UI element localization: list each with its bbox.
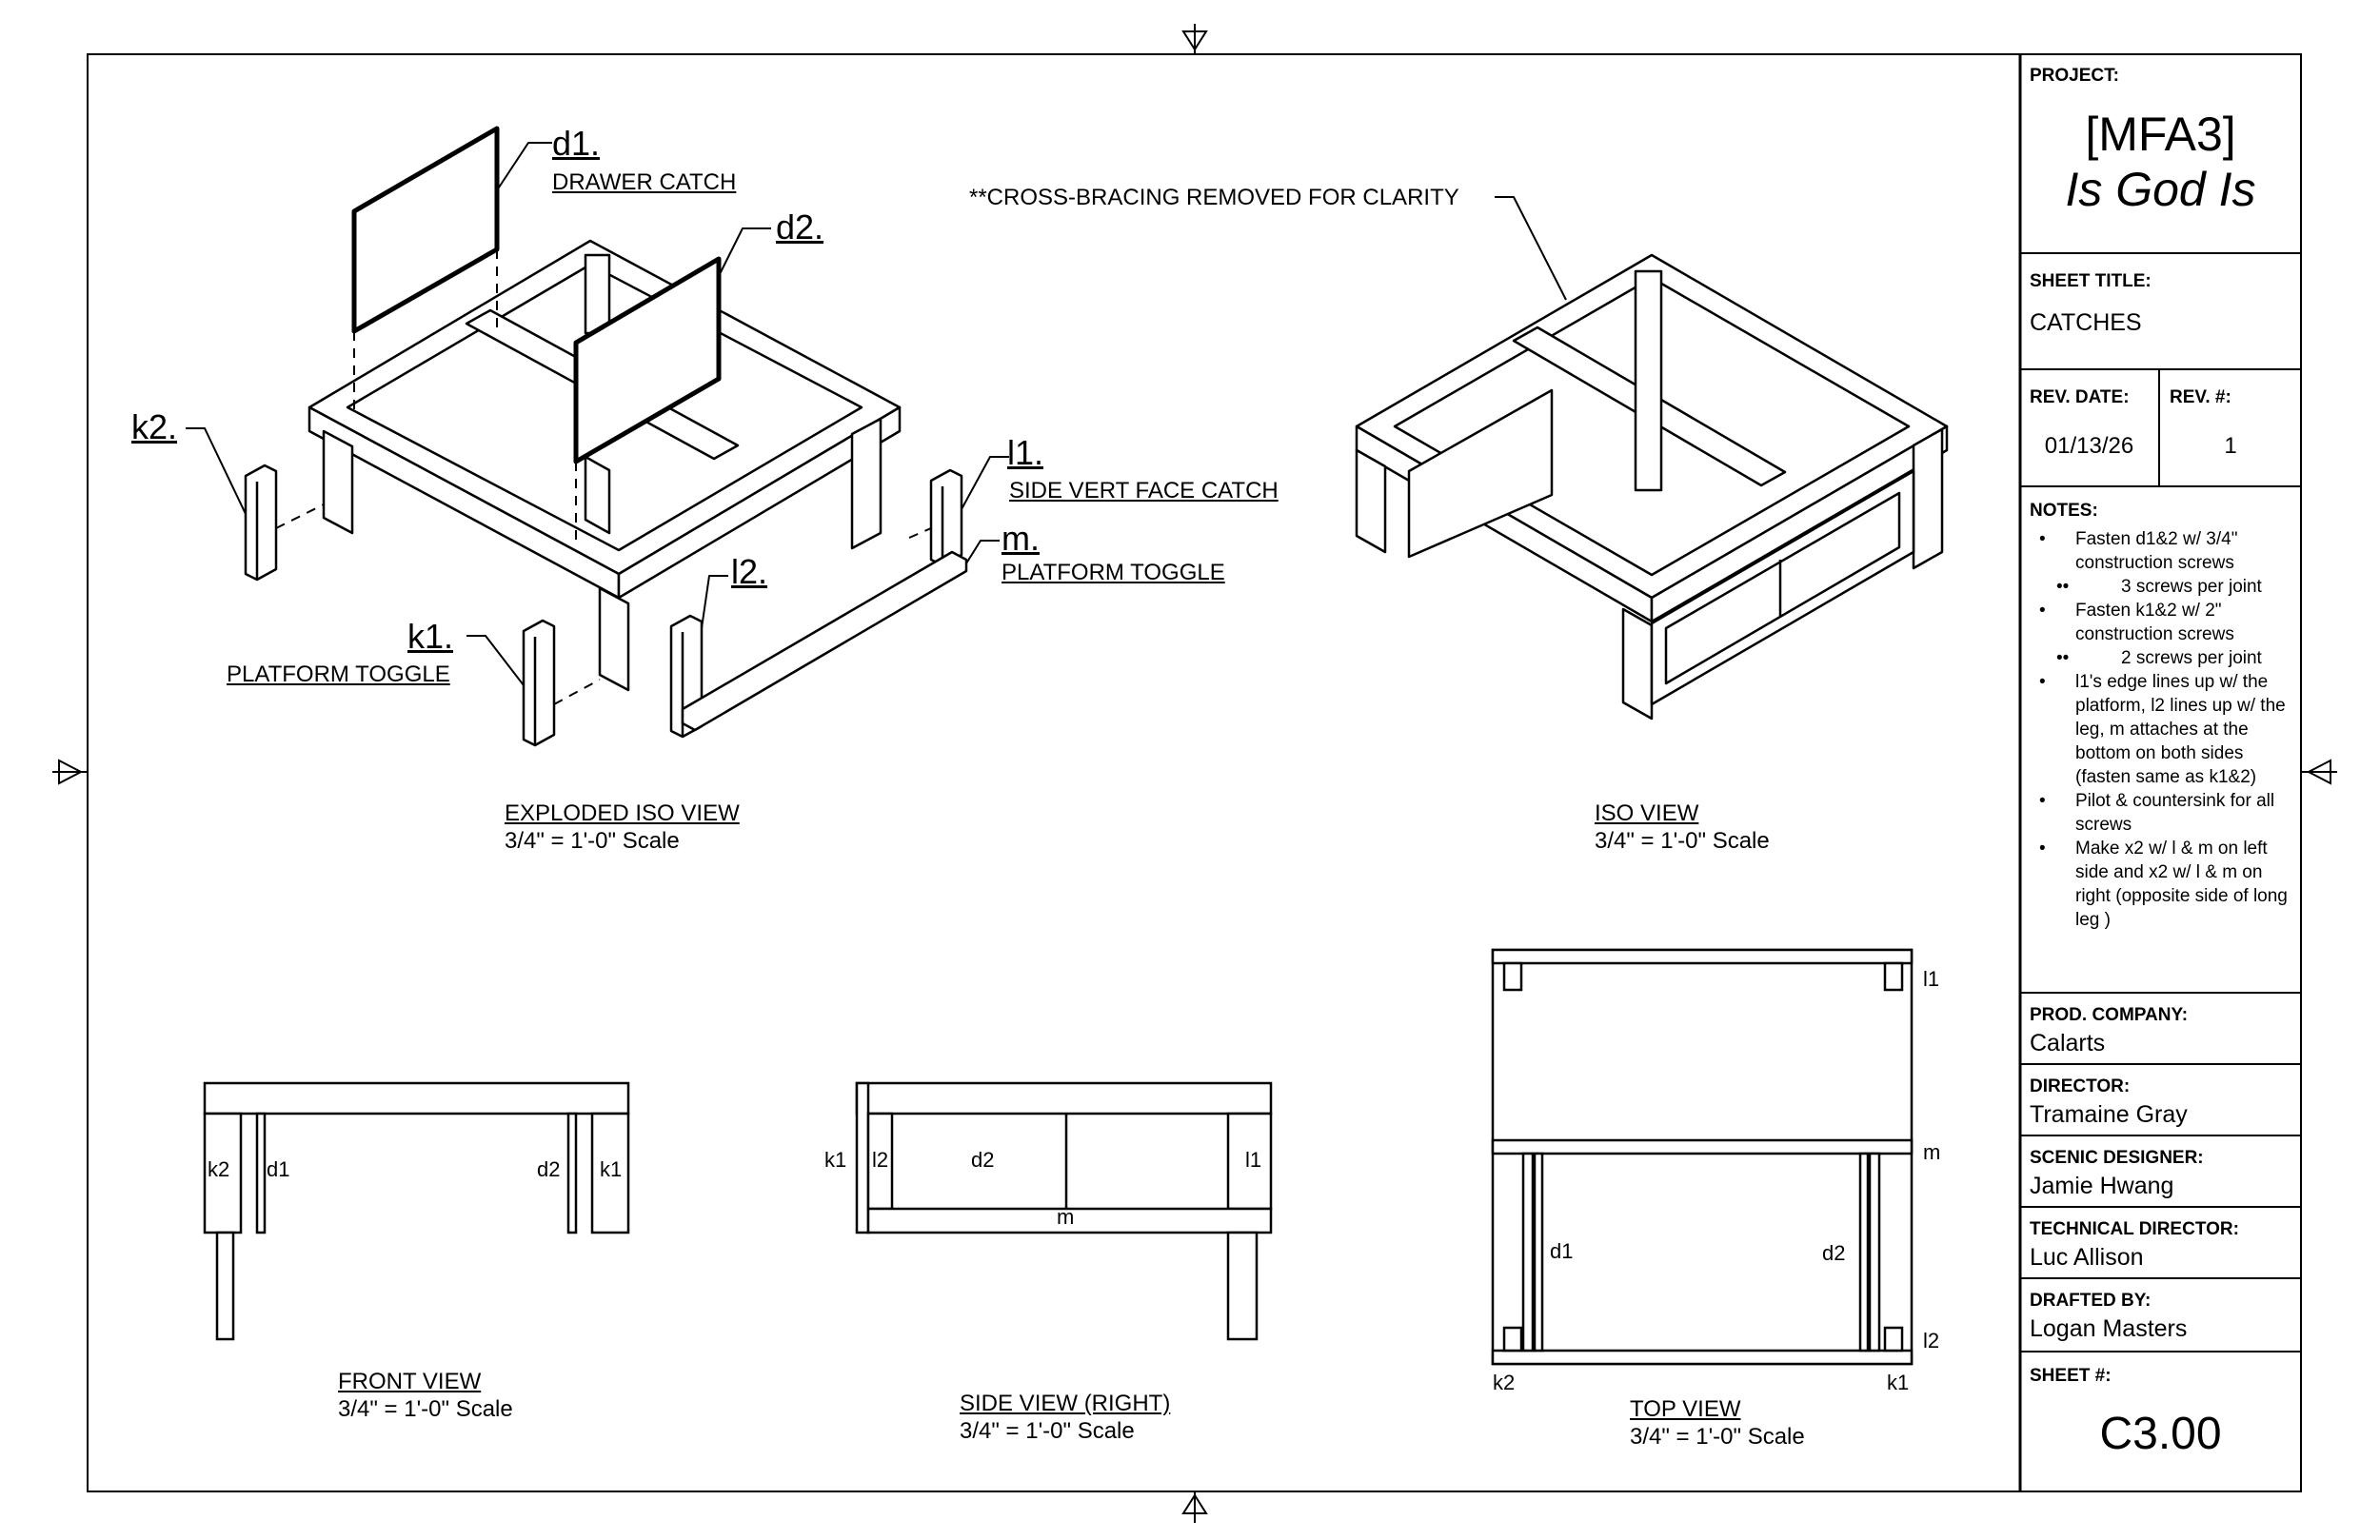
callout-l1-desc: SIDE VERT FACE CATCH (1009, 478, 1279, 503)
callout-k1: k1. (407, 617, 454, 656)
view-scale: 3/4" = 1'-0" Scale (505, 828, 680, 854)
director-label: DIRECTOR: (2030, 1076, 2131, 1096)
front-label-d2: d2 (537, 1157, 561, 1181)
scenic-designer-cell: SCENIC DESIGNER: Jamie Hwang (2020, 1136, 2301, 1208)
project-cell: PROJECT: [MFA3] Is God Is (2020, 54, 2301, 254)
rev-date: 01/13/26 (2044, 433, 2134, 459)
view-scale: 3/4" = 1'-0" Scale (960, 1418, 1135, 1444)
view-label-front: FRONT VIEW 3/4" = 1'-0" Scale (338, 1368, 513, 1423)
scenic-designer: Jamie Hwang (2030, 1173, 2174, 1199)
drafted-by-cell: DRAFTED BY: Logan Masters (2020, 1279, 2301, 1352)
note-item: l1's edge lines up w/ the platform, l2 l… (2030, 670, 2296, 789)
view-label-iso: ISO VIEW 3/4" = 1'-0" Scale (1595, 800, 1770, 855)
view-scale: 3/4" = 1'-0" Scale (1595, 828, 1770, 854)
front-label-k2: k2 (208, 1157, 230, 1181)
note-item: Make x2 w/ l & m on left side and x2 w/ … (2030, 837, 2296, 932)
center-mark-left (52, 759, 88, 785)
sheet-title: CATCHES (2030, 309, 2142, 336)
note-item: Fasten d1&2 w/ 3/4" construction screws (2030, 527, 2296, 575)
center-mark-top (1181, 24, 1208, 54)
side-label-l2: l2 (872, 1148, 889, 1172)
revision-cell: REV. DATE: 01/13/26 REV. #: 1 (2020, 370, 2301, 487)
drafted-by: Logan Masters (2030, 1315, 2188, 1342)
view-title: EXPLODED ISO VIEW (505, 800, 740, 826)
top-label-l2: l2 (1923, 1329, 1940, 1352)
technical-director: Luc Allison (2030, 1244, 2144, 1271)
callout-d1-desc: DRAWER CATCH (552, 169, 737, 195)
side-view-drawing (855, 1081, 1273, 1341)
callout-l2: l2. (731, 552, 768, 591)
callout-m-desc: PLATFORM TOGGLE (1002, 560, 1225, 585)
director: Tramaine Gray (2030, 1101, 2188, 1128)
drafted-by-label: DRAFTED BY: (2030, 1291, 2152, 1311)
cross-bracing-note: **CROSS-BRACING REMOVED FOR CLARITY (969, 185, 1459, 210)
view-label-exploded-iso: EXPLODED ISO VIEW 3/4" = 1'-0" Scale (505, 800, 740, 855)
prod-company-label: PROD. COMPANY: (2030, 1005, 2189, 1025)
prod-company-cell: PROD. COMPANY: Calarts (2020, 994, 2301, 1065)
side-label-m: m (1057, 1205, 1075, 1229)
front-label-d1: d1 (267, 1157, 290, 1181)
director-cell: DIRECTOR: Tramaine Gray (2020, 1065, 2301, 1136)
view-scale: 3/4" = 1'-0" Scale (1630, 1424, 1805, 1450)
side-label-l1: l1 (1245, 1148, 1262, 1172)
rev-num: 1 (2224, 433, 2237, 459)
top-label-d2: d2 (1822, 1241, 1846, 1265)
callout-d2: d2. (776, 207, 824, 247)
center-mark-bottom (1181, 1491, 1208, 1523)
callout-k2: k2. (131, 407, 178, 446)
top-view-drawing (1491, 948, 1914, 1366)
project-label: PROJECT: (2030, 66, 2119, 86)
title-block: PROJECT: [MFA3] Is God Is SHEET TITLE: C… (2020, 54, 2301, 1491)
top-label-l1: l1 (1923, 967, 1940, 991)
rev-num-label: REV. #: (2170, 387, 2231, 407)
top-label-k1: k1 (1887, 1371, 1910, 1394)
sheet-num-label: SHEET #: (2030, 1366, 2112, 1386)
side-label-k1: k1 (824, 1148, 847, 1172)
callout-d1: d1. (552, 124, 601, 163)
sheet-number-cell: SHEET #: C3.00 (2020, 1352, 2301, 1491)
prod-company: Calarts (2030, 1030, 2106, 1056)
top-label-k2: k2 (1493, 1371, 1516, 1394)
notes-list: Fasten d1&2 w/ 3/4" construction screws3… (2030, 527, 2296, 932)
notes-cell: NOTES: Fasten d1&2 w/ 3/4" construction … (2020, 487, 2301, 994)
sheet-title-label: SHEET TITLE: (2030, 271, 2152, 291)
technical-director-cell: TECHNICAL DIRECTOR: Luc Allison (2020, 1208, 2301, 1279)
sheet-num: C3.00 (2099, 1409, 2222, 1459)
view-title: SIDE VIEW (RIGHT) (960, 1391, 1171, 1416)
callout-l1: l1. (1007, 433, 1044, 472)
view-scale: 3/4" = 1'-0" Scale (338, 1396, 513, 1422)
callout-k1-desc: PLATFORM TOGGLE (227, 661, 450, 687)
view-title: TOP VIEW (1630, 1396, 1741, 1422)
view-title: ISO VIEW (1595, 800, 1699, 826)
top-label-m: m (1923, 1140, 1941, 1164)
exploded-iso-drawing (186, 126, 1009, 747)
project-code: [MFA3] (2085, 108, 2236, 161)
project-title: Is God Is (2065, 163, 2256, 216)
revision-divider (2158, 370, 2160, 487)
view-title: FRONT VIEW (338, 1369, 482, 1394)
scenic-designer-label: SCENIC DESIGNER: (2030, 1148, 2204, 1168)
iso-drawing (1355, 196, 1949, 721)
view-label-side: SIDE VIEW (RIGHT) 3/4" = 1'-0" Scale (960, 1390, 1170, 1445)
note-item: 3 screws per joint (2030, 575, 2296, 599)
rev-date-label: REV. DATE: (2030, 387, 2130, 407)
sheet-title-cell: SHEET TITLE: CATCHES (2020, 254, 2301, 370)
top-label-d1: d1 (1550, 1239, 1574, 1263)
front-view-drawing (203, 1081, 630, 1341)
note-item: Fasten k1&2 w/ 2" construction screws (2030, 599, 2296, 646)
callout-m: m. (1002, 519, 1040, 558)
note-item: Pilot & countersink for all screws (2030, 789, 2296, 837)
note-item: 2 screws per joint (2030, 646, 2296, 670)
front-label-k1: k1 (600, 1157, 623, 1181)
side-label-d2: d2 (971, 1148, 995, 1172)
technical-director-label: TECHNICAL DIRECTOR: (2030, 1219, 2239, 1239)
center-mark-right (2301, 759, 2337, 785)
notes-label: NOTES: (2030, 501, 2098, 521)
view-label-top: TOP VIEW 3/4" = 1'-0" Scale (1630, 1395, 1805, 1451)
